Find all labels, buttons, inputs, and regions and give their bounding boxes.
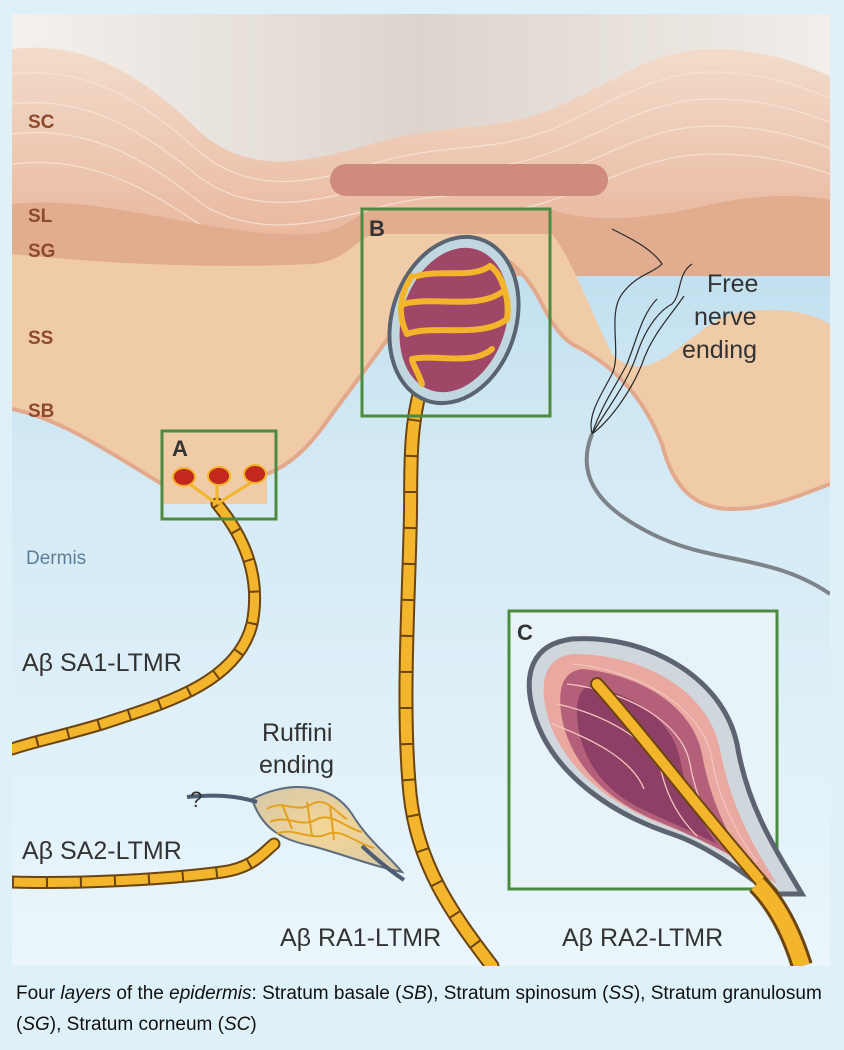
stratum-lucidum-band [330,164,608,196]
meissner-corpuscle [387,234,521,406]
layer-label-sb: SB [28,401,54,422]
caption-text-3: : Stratum basale ( [251,983,402,1004]
caption-italic-epidermis: epidermis [169,983,252,1004]
free-nerve-label-2: nerve [694,303,757,331]
caption-italic-ss: SS [608,983,634,1004]
ra2-nerve-fiber [749,876,813,966]
caption-text-2: of the [111,983,170,1004]
stratum-corneum-layer [12,47,830,245]
box-b-label: B [369,216,385,241]
caption-text-4: ), Stratum spinosum ( [426,983,609,1004]
epidermis-layers [12,234,830,509]
caption-text-6: ), Stratum corneum ( [49,1014,224,1035]
ruffini-ending [186,786,406,882]
sa2-label: Aβ SA2-LTMR [22,837,182,865]
ra2-label: Aβ RA2-LTMR [562,924,723,952]
box-a-label: A [172,436,188,461]
box-c-label: C [517,620,533,645]
caption-text-1: Four [16,983,61,1004]
stratum-basale-rim [12,251,830,512]
ra1-nerve-fiber [398,376,500,966]
box-b [360,207,552,418]
sa1-nerve-fiber [12,480,262,756]
ruffini-label-2: ending [259,751,334,779]
layer-label-sc: SC [28,112,55,133]
free-nerve-label-1: Free [707,270,758,298]
layer-label-sl: SL [28,206,53,227]
caption-text-7: ) [250,1014,257,1035]
layer-label-ss: SS [28,328,53,349]
free-nerve-label-3: ending [682,336,757,364]
box-a [160,429,278,521]
caption-italic-sc: SC [224,1014,251,1035]
layer-label-dermis: Dermis [26,548,86,569]
layer-label-sg: SG [28,241,55,262]
merkel-cells [172,464,267,487]
sa2-nerve-fiber [12,837,281,889]
ruffini-label-1: Ruffini [262,719,332,747]
question-mark: ? [190,787,202,812]
pacinian-corpuscle [526,636,807,901]
caption-italic-sg: SG [22,1014,50,1035]
touch-receptors-diagram: SC SL SG SS SB Dermis Free nerve ending … [12,14,830,966]
caption-text-5: ), Stratum granulosum ( [16,983,822,1035]
free-nerve-ending [584,228,830,596]
figure-caption: Four layers of the epidermis: Stratum ba… [16,978,836,1040]
caption-italic-layers: layers [60,983,112,1004]
sa1-label: Aβ SA1-LTMR [22,649,182,677]
caption-italic-sb: SB [401,983,427,1004]
ra1-label: Aβ RA1-LTMR [280,924,441,952]
